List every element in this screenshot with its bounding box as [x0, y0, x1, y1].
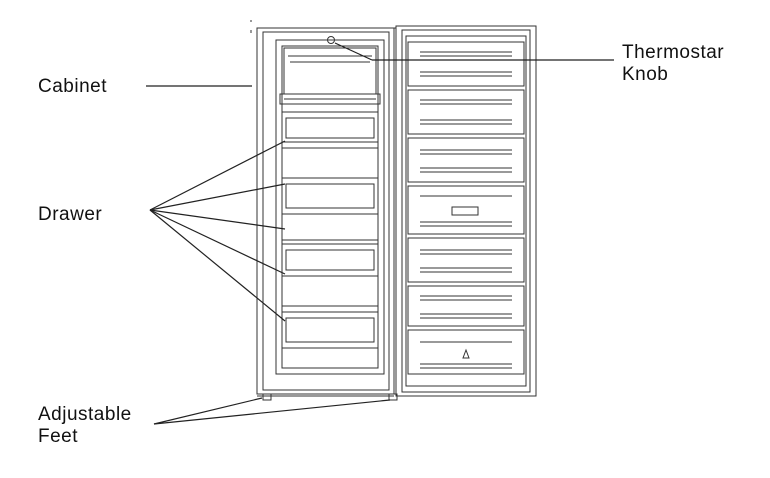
leader-drawer-1: [149, 140, 286, 211]
top-compartment: [279, 47, 381, 105]
label-thermostat-knob: Thermostar Knob: [622, 42, 724, 86]
thermostat-knob: [327, 36, 335, 44]
label-cabinet: Cabinet: [38, 76, 107, 97]
door-shelf: [407, 237, 525, 283]
leader-drawer-2: [149, 183, 286, 211]
door-shelf: [407, 185, 525, 235]
leader-foot-right: [153, 399, 391, 425]
door-shelf: [407, 329, 525, 375]
cabinet-drawer: [281, 177, 379, 215]
door-shelf: [407, 41, 525, 87]
leader-thermostat-a: [334, 42, 373, 61]
cabinet-drawer: [281, 111, 379, 143]
leader-drawer-4: [149, 209, 286, 275]
label-drawer: Drawer: [38, 204, 103, 225]
label-feet-line2: Feet: [38, 426, 79, 447]
cabinet-drawer: [281, 311, 379, 349]
label-thermostat-line1: Thermostar: [622, 42, 725, 63]
adjustable-foot-left: [262, 393, 272, 401]
warning-icon: [462, 348, 470, 359]
label-adjustable-feet: Adjustable Feet: [38, 404, 132, 448]
cabinet-body: [250, 20, 395, 395]
leader-foot-left: [153, 397, 263, 425]
door-shelf: [407, 89, 525, 135]
cabinet-drawer: [281, 243, 379, 277]
adjustable-foot-right: [388, 393, 398, 401]
door-shelf: [407, 137, 525, 183]
door: [395, 25, 537, 397]
label-thermostat-line2: Knob: [622, 64, 669, 85]
leader-drawer-5: [149, 209, 286, 322]
door-control-panel: [451, 206, 479, 216]
label-feet-line1: Adjustable: [38, 404, 132, 425]
door-shelf: [407, 285, 525, 327]
leader-drawer-3: [149, 209, 286, 230]
leader-lines: [146, 42, 614, 425]
